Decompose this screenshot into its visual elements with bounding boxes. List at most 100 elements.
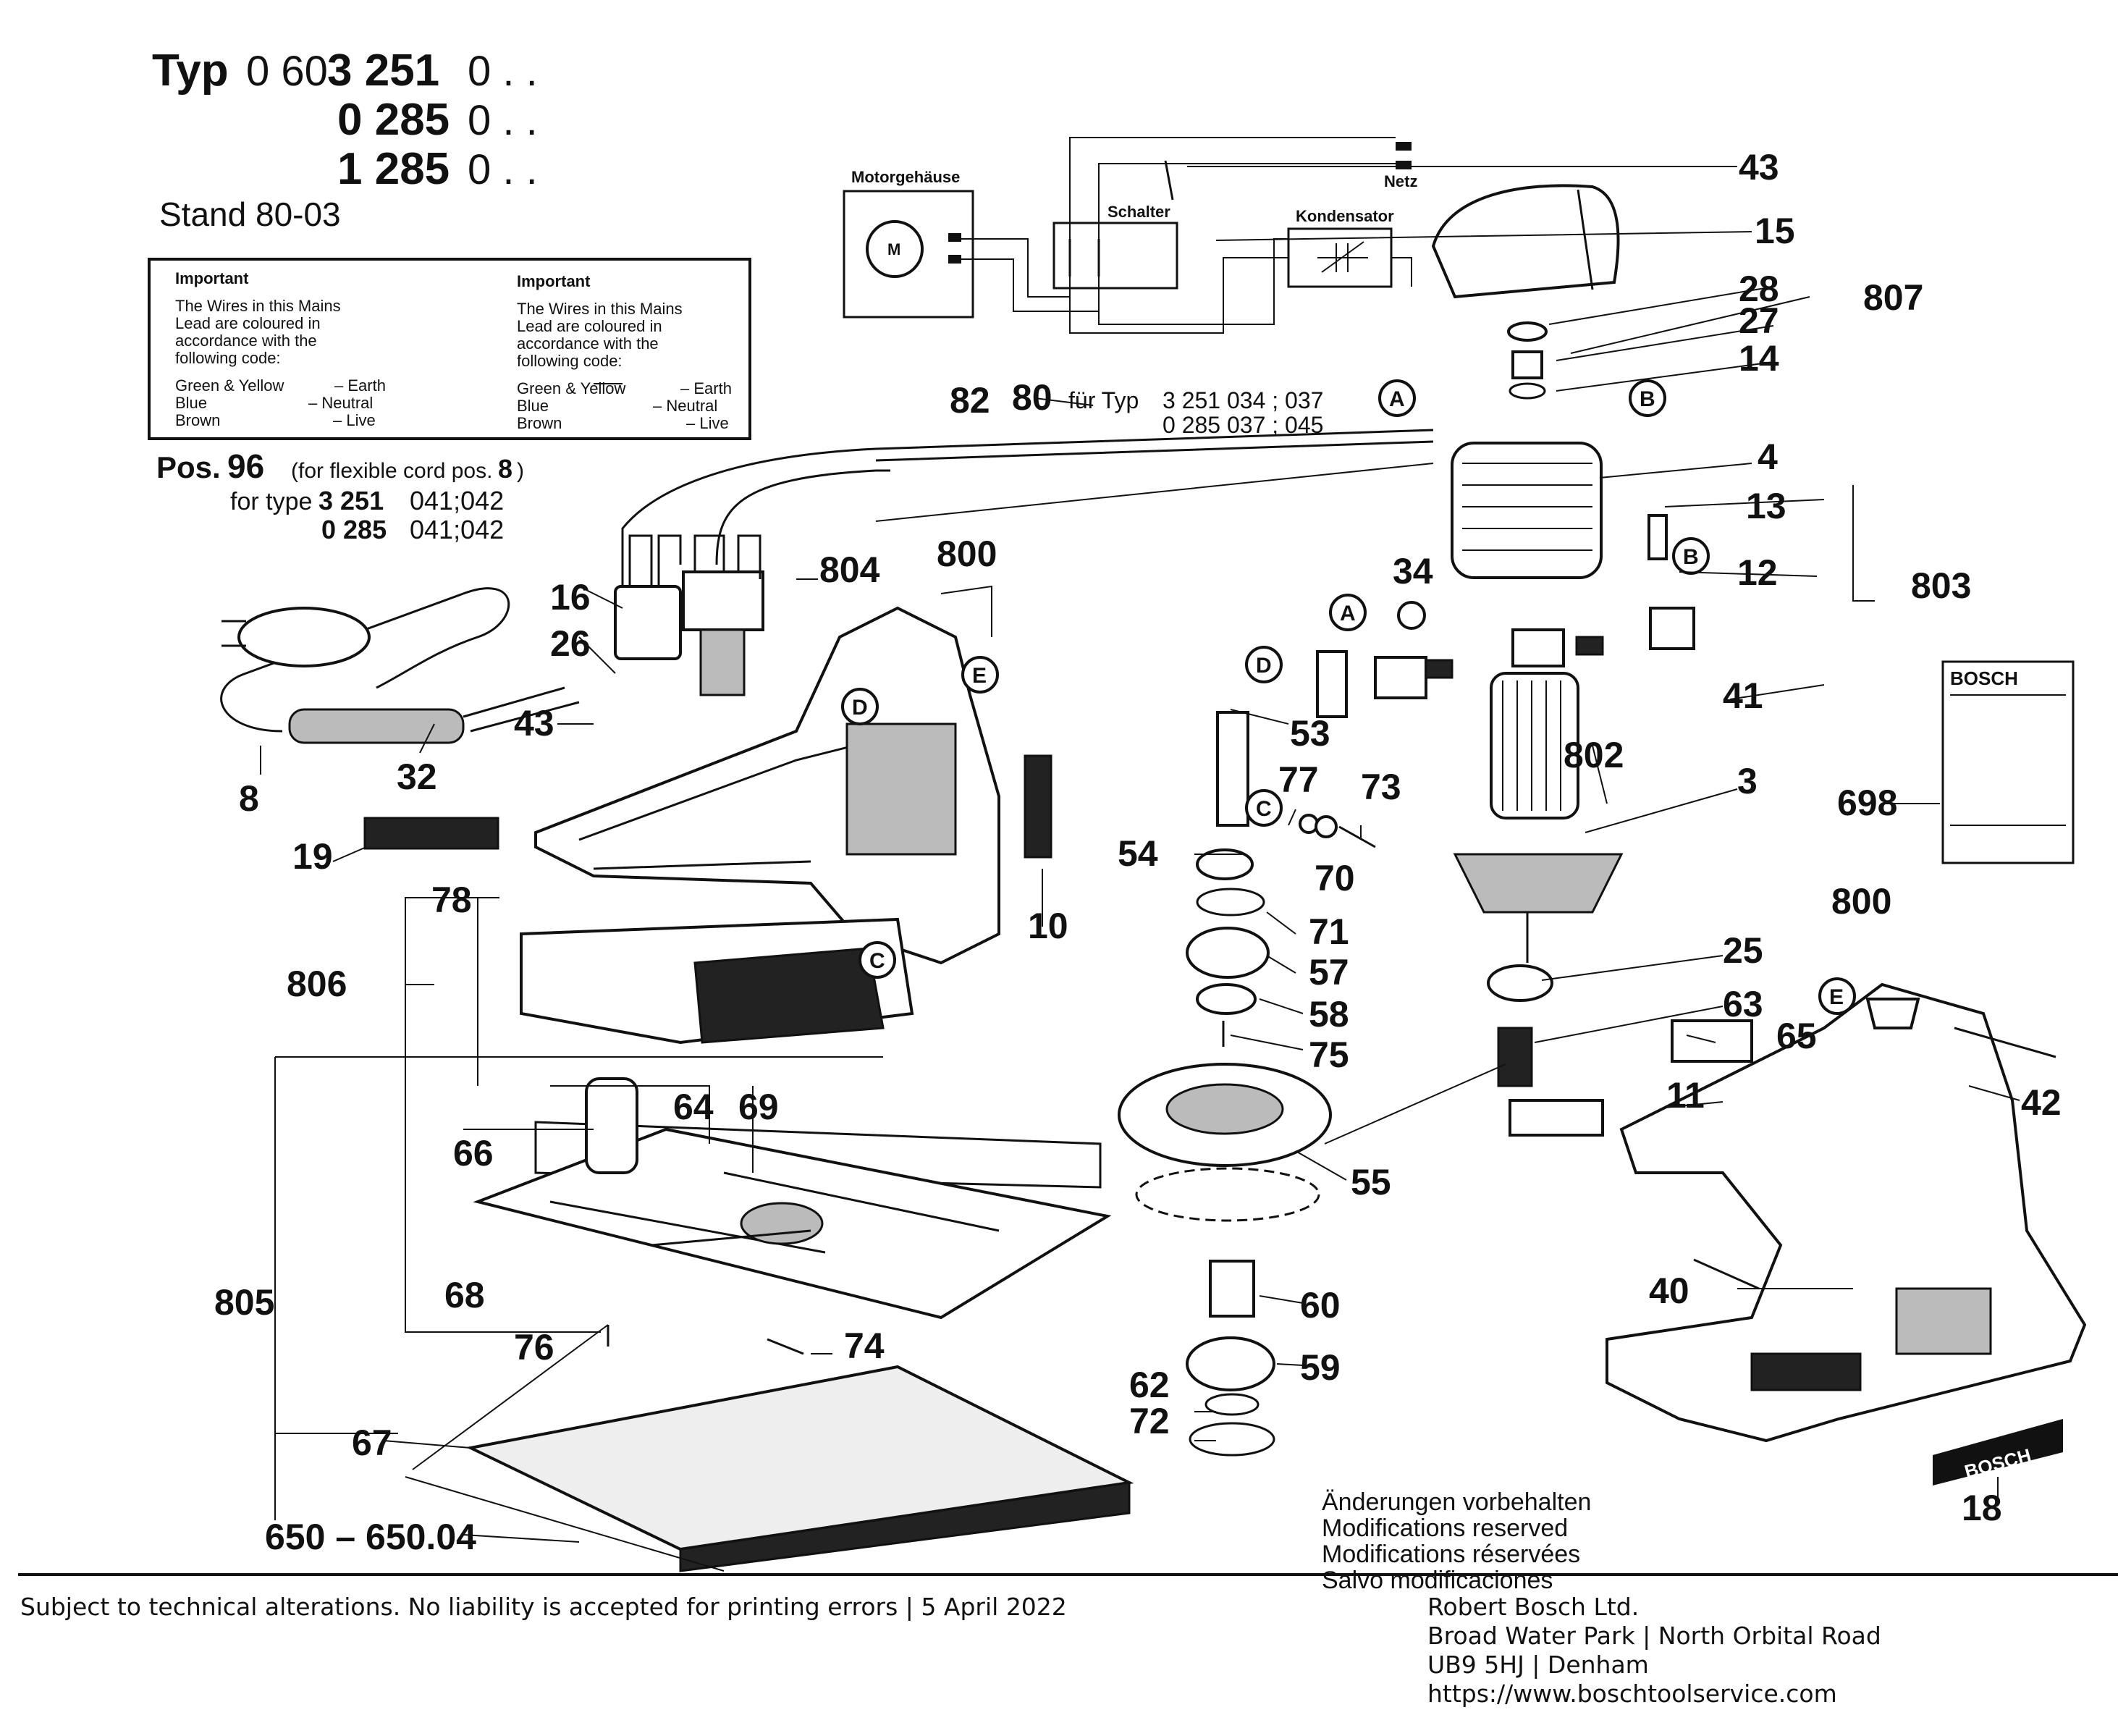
mod-line-de: Änderungen vorbehalten [1322, 1488, 1591, 1516]
typ-line3-suffix: 0 . . [468, 146, 538, 193]
screw-42 [1954, 1027, 2056, 1058]
typ-line2-bold: 0 285 [337, 95, 450, 145]
motor-stack [1164, 160, 1753, 1137]
bearing-25 [1487, 964, 1553, 1002]
switch-contacts [1068, 239, 1100, 277]
armature-laminations [1502, 681, 1561, 811]
spring-34 [1397, 601, 1426, 630]
marker-e [961, 656, 999, 694]
callout-807: 807 [1863, 277, 1923, 318]
base-plate-hub [740, 1202, 824, 1245]
housing-recess [845, 722, 957, 856]
callout-805: 805 [214, 1282, 274, 1323]
bracket-link [651, 1229, 811, 1247]
callout-43-top: 43 [1739, 147, 1779, 187]
callout-26: 26 [550, 623, 591, 664]
pos-number: 96 [227, 447, 264, 485]
callout-numbers: 43 15 28 27 14 807 4 13 12 803 41 802 3 … [214, 147, 2062, 1557]
capacitor-and-switch [614, 534, 764, 696]
callout-27: 27 [1739, 300, 1779, 341]
footer-city: UB9 5HJ | Denham [1427, 1651, 1649, 1679]
carbon-brush [1575, 636, 1604, 656]
callout-8: 8 [239, 778, 259, 819]
callout-65: 65 [1776, 1016, 1817, 1056]
typ-line1-bold: 3 251 [327, 46, 439, 96]
marker-b [1629, 379, 1666, 417]
motor-terminal [948, 255, 961, 264]
vent-grid-19 [363, 817, 499, 850]
callout-66: 66 [453, 1133, 494, 1174]
center-leaders [260, 383, 1506, 1441]
marker-d [1245, 646, 1283, 683]
screw-73 [1338, 825, 1376, 848]
lead-wires [621, 447, 877, 594]
washer-54 [1196, 848, 1254, 880]
for-type2-rest: 041;042 [410, 515, 504, 544]
fur-typ-line1: 3 251 034 ; 037 [1163, 387, 1323, 413]
motor-terminal [948, 233, 961, 242]
footer-url-link[interactable]: https://www.boschtoolservice.com [1427, 1680, 1837, 1708]
manual-brand: BOSCH [1950, 667, 2018, 689]
callout-804: 804 [819, 549, 880, 590]
mains-terminal [1396, 142, 1412, 151]
small-screws [1299, 814, 1376, 848]
marker-a-text: A [1389, 387, 1405, 411]
manual-booklet [1941, 660, 2075, 864]
rod-64-69 [534, 1121, 1102, 1189]
fur-typ-note: für Typ 3 251 034 ; 037 0 285 037 ; 045 [1068, 387, 1323, 438]
switch-body [699, 628, 746, 696]
footer-disclaimer: Subject to technical alterations. No lia… [20, 1593, 1067, 1621]
typ-line1-suffix: 0 . . [468, 48, 538, 95]
callout-13: 13 [1746, 486, 1786, 526]
marker-b-text: B [1640, 387, 1655, 411]
screw-43 [1164, 160, 1174, 201]
motor-letter: M [887, 240, 900, 258]
callout-34: 34 [1393, 551, 1433, 591]
marker-d2 [841, 688, 879, 725]
marker-c [1245, 789, 1283, 827]
marker-d-text: D [1256, 654, 1272, 678]
callout-63: 63 [1723, 984, 1763, 1024]
cover-ribs [1577, 189, 1594, 290]
wire-colour-box-frame [148, 258, 751, 440]
cable-guide [875, 463, 1434, 522]
bushing-60 [1209, 1260, 1255, 1318]
marker-a2 [1329, 594, 1367, 631]
mains-cord [220, 592, 464, 733]
important-line3-left: accordance with the [175, 332, 317, 350]
type-header: Typ 0 60 3 251 0 . . 0 285 0 . . 1 285 0… [152, 46, 538, 233]
callout-40: 40 [1649, 1271, 1689, 1311]
cable-80 [875, 429, 1434, 462]
washer-58 [1196, 983, 1257, 1015]
colour-row3-right: Brown [517, 414, 562, 432]
callout-11: 11 [1666, 1075, 1705, 1116]
callout-54: 54 [1118, 833, 1158, 874]
base-plate-slot [693, 947, 885, 1044]
callout-14: 14 [1739, 338, 1779, 379]
rear-housing: BOSCH [1606, 982, 2087, 1486]
modifications-note: Änderungen vorbehalten Modifications res… [1322, 1488, 1591, 1594]
callout-82: 82 [950, 380, 990, 421]
schalter-label: Schalter [1107, 203, 1170, 221]
callout-19: 19 [292, 836, 333, 877]
colour-row3-left: Brown [175, 411, 220, 429]
marker-c2-text: C [869, 949, 885, 973]
bracket-13 [1647, 514, 1668, 560]
mod-line-en: Modifications reserved [1322, 1514, 1568, 1542]
callout-73: 73 [1361, 767, 1401, 807]
vent-slot [1750, 1352, 1862, 1391]
ring-14 [1509, 382, 1546, 400]
washer-70 [1315, 815, 1338, 838]
for-type1-rest: 041;042 [410, 486, 504, 515]
vent-grid-10 [1024, 754, 1052, 859]
kondensator-label: Kondensator [1296, 207, 1394, 225]
motor-housing-box [843, 190, 974, 319]
pos-note: (for flexible cord pos. [291, 459, 492, 483]
callout-42: 42 [2021, 1082, 2062, 1123]
typ-line1-prefix: 0 60 [246, 48, 328, 95]
housing-800 [534, 606, 1000, 965]
marker-b2 [1672, 537, 1710, 575]
callout-4: 4 [1758, 437, 1778, 477]
